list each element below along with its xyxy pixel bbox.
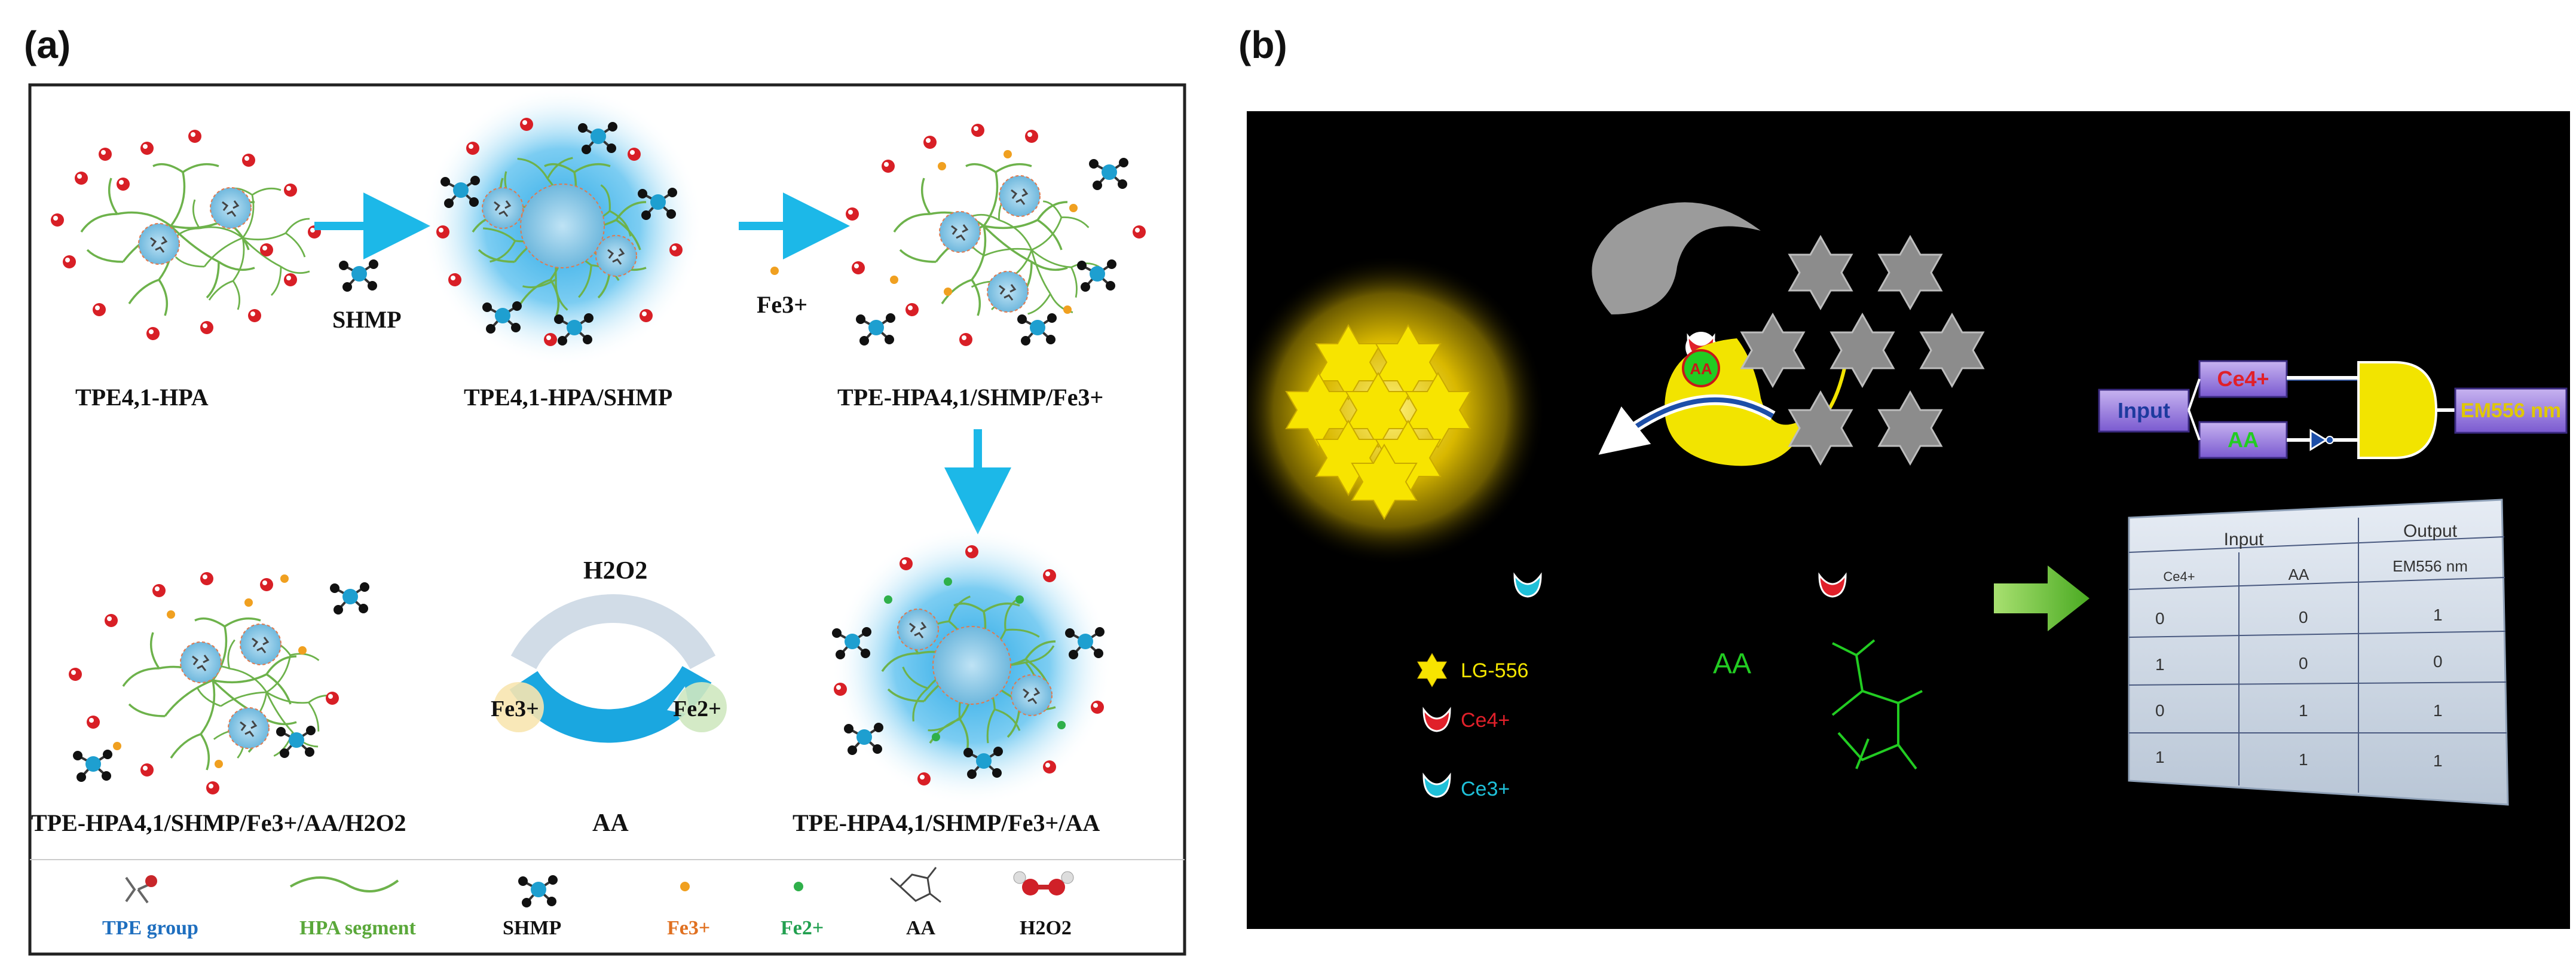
table-row: 0 0 1 (2155, 606, 2443, 628)
panel-b-letter: (b) (1238, 23, 1287, 66)
gray-droplet-shape (1592, 202, 1761, 314)
logic-gate-diagram (2098, 360, 2568, 459)
table-row: 1 0 0 (2155, 652, 2443, 674)
label-tpe-hpa-shmp-fe: TPE-HPA4,1/SHMP/Fe3+ (837, 384, 1103, 411)
legend-aa-icon (890, 867, 941, 903)
legend-label-4: Fe2+ (781, 917, 824, 939)
panel-b: AA LG-556 Ce4+ Ce3+ AA Input (1247, 111, 2570, 929)
legend-label-5: AA (906, 917, 936, 939)
table-cell-r1-c1: 0 (2299, 654, 2308, 673)
truth-table (2128, 499, 2509, 806)
table-cell-r1-c2: 0 (2433, 652, 2443, 671)
label-tpe-hpa-shmp: TPE4,1-HPA/SHMP (464, 384, 672, 411)
table-header-2: EM556 nm (2393, 557, 2468, 575)
legend-label-2: SHMP (503, 917, 561, 939)
panel-a: TPE4,1-HPA SHMP TPE4,1-HPA/SHMP Fe3+ TPE… (28, 83, 1186, 956)
label-tpe-hpa-shmp-fe-aa: TPE-HPA4,1/SHMP/Fe3+/AA (793, 809, 1100, 836)
gate-in2-label: AA (2228, 427, 2259, 452)
gate-in1-label: Ce4+ (2217, 366, 2269, 391)
ascorbic-acid-structure-icon (1831, 639, 1923, 770)
cycle-aa-label: AA (592, 809, 629, 837)
legend-aa-label: AA (1713, 648, 1751, 680)
curved-arrow (1598, 397, 1775, 455)
legend-label-0: TPE group (102, 917, 198, 939)
tpe-hpa-shmp-fe-aa-h2o2-structure (69, 572, 371, 794)
table-header-0: Ce4+ (2163, 569, 2195, 584)
table-cell-r3-c1: 1 (2299, 750, 2308, 769)
legend-ce3-label: Ce3+ (1461, 778, 1510, 800)
label-shmp-reagent: SHMP (332, 306, 402, 333)
panel-a-letter: (a) (24, 23, 71, 66)
cycle-fe3-label: Fe3+ (491, 696, 539, 722)
legend-fe2-icon (794, 882, 803, 891)
legend-lg556-label: LG-556 (1461, 659, 1528, 682)
tpe-hpa-shmp-structure (422, 85, 703, 366)
tpe-hpa-shmp-fe-aa-structure (831, 525, 1112, 806)
aa-badge-label: AA (1690, 360, 1712, 378)
table-cell-r3-c0: 1 (2155, 748, 2165, 766)
table-row: 0 1 1 (2155, 701, 2443, 720)
legend-h2o2-icon (1013, 871, 1074, 895)
table-cell-r0-c1: 0 (2299, 608, 2308, 626)
transition-arrow (1994, 566, 2089, 631)
table-cell-r2-c1: 1 (2299, 701, 2308, 720)
legend-ce4-label: Ce4+ (1461, 709, 1510, 732)
cycle-fe2-label: Fe2+ (673, 696, 721, 722)
table-cell-r0-c2: 1 (2433, 606, 2443, 624)
table-cell-r0-c0: 0 (2155, 609, 2165, 628)
gate-input-label: Input (2118, 398, 2170, 423)
table-cell-r2-c0: 0 (2155, 701, 2165, 720)
legend-tpe-group-icon (125, 875, 157, 904)
fe3-reagent-dot (770, 267, 779, 275)
table-group-output: Output (2403, 521, 2458, 541)
cycle-h2o2-label: H2O2 (583, 557, 647, 585)
legend-fe3-icon (680, 882, 690, 891)
legend-label-1: HPA segment (299, 917, 417, 939)
legend-label-3: Fe3+ (667, 917, 710, 939)
table-cell-r2-c2: 1 (2433, 701, 2443, 720)
label-fe-reagent: Fe3+ (757, 291, 807, 318)
table-cell-r3-c2: 1 (2433, 751, 2443, 770)
table-group-input: Input (2224, 530, 2264, 549)
table-header-1: AA (2289, 566, 2309, 583)
label-tpe-hpa: TPE4,1-HPA (75, 384, 209, 411)
table-row: 1 1 1 (2155, 748, 2443, 770)
label-tpe-hpa-shmp-fe-aa-h2o2: TPE-HPA4,1/SHMP/Fe3+/AA/H2O2 (31, 809, 406, 836)
legend-label-6: H2O2 (1020, 917, 1072, 939)
tpe-hpa-shmp-fe-structure (846, 124, 1146, 347)
table-cell-r1-c0: 1 (2155, 655, 2165, 674)
legend-hpa-segment-icon (289, 876, 399, 892)
gate-output-label: EM556 nm (2461, 399, 2561, 422)
aa-badge (1682, 349, 1720, 387)
redox-cycle (494, 594, 727, 743)
